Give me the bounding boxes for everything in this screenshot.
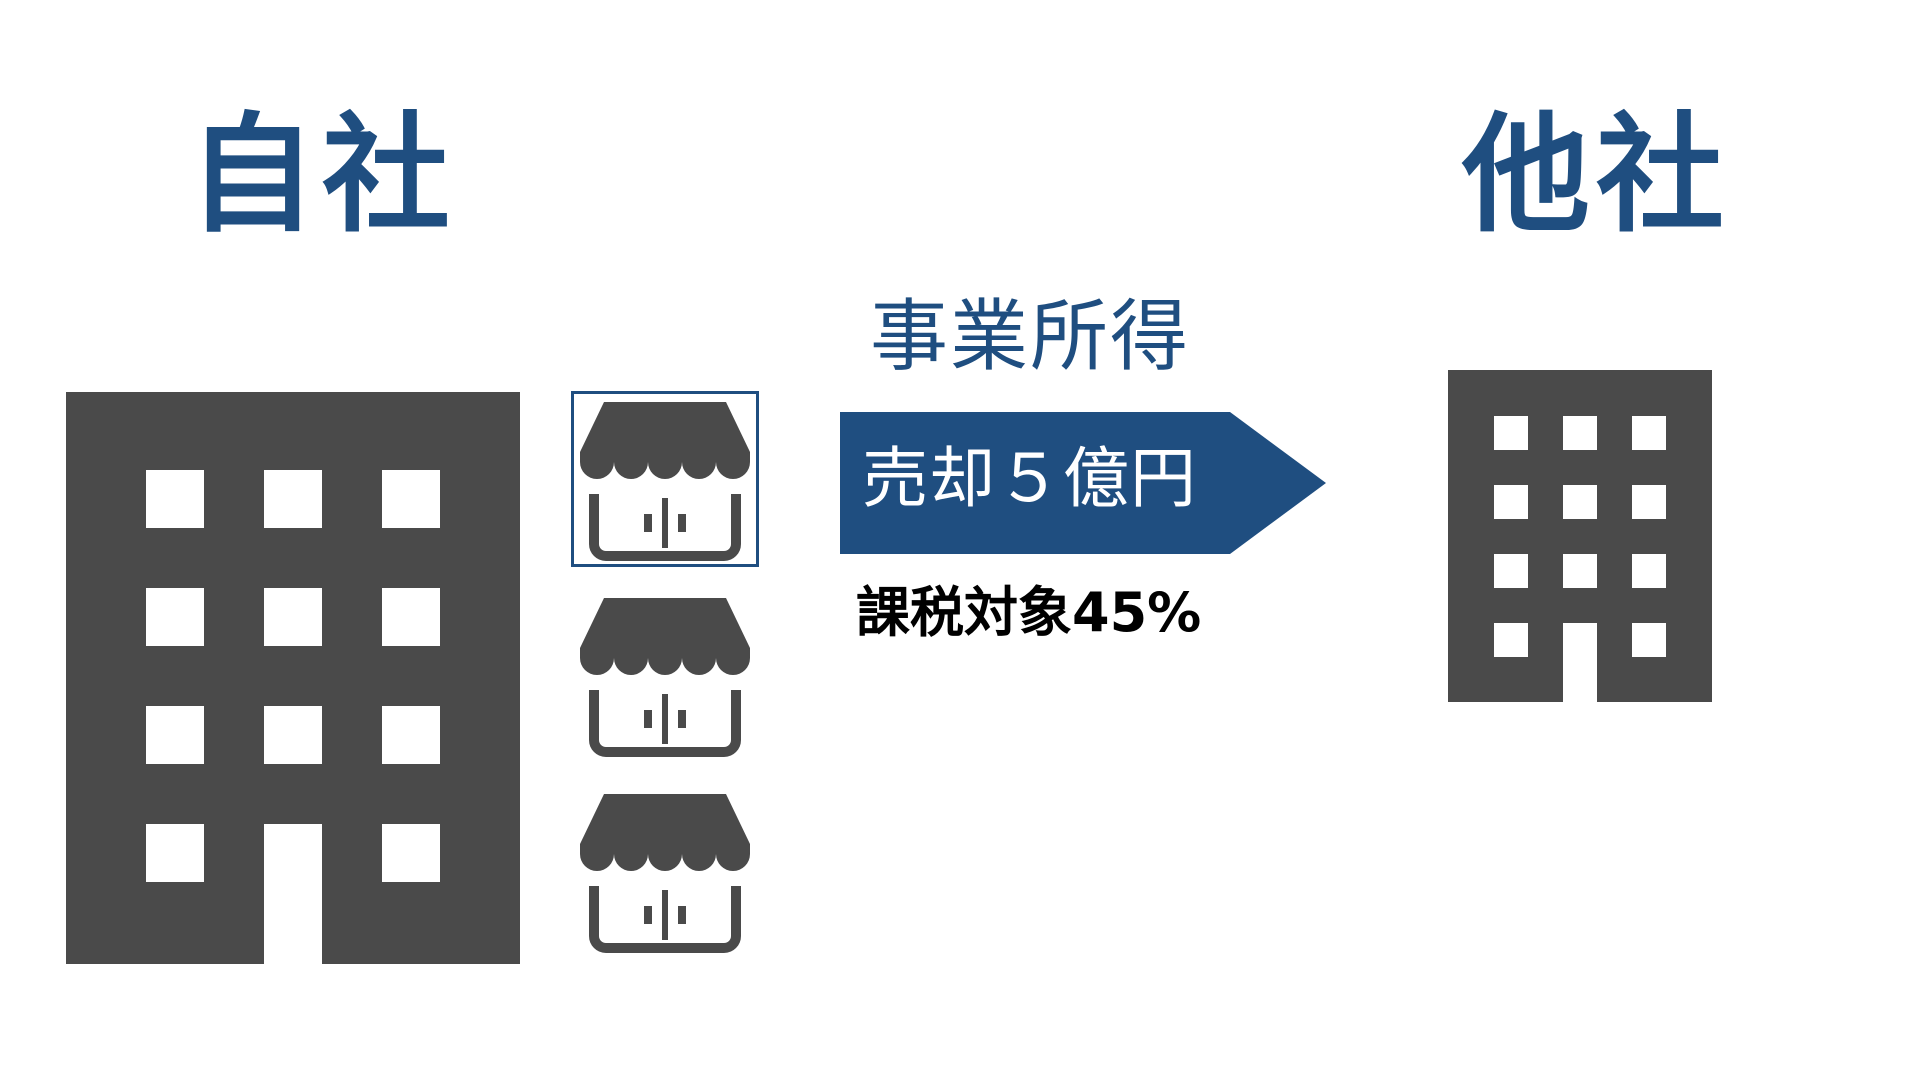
sale-arrow-icon (840, 412, 1326, 554)
other-building-icon (1448, 370, 1712, 702)
shop-item-1[interactable] (571, 391, 759, 567)
income-type-label: 事業所得 (870, 292, 1191, 382)
shop-icon (574, 786, 756, 956)
shop-icon (574, 394, 756, 564)
own-company-title: 自社 (188, 101, 457, 250)
own-building-icon (66, 392, 520, 964)
shop-item-2[interactable] (574, 590, 756, 760)
shop-icon (574, 590, 756, 760)
tax-rate-label: 課税対象45% (856, 581, 1202, 644)
sale-amount-label: 売却５億円 (862, 440, 1197, 517)
shop-item-3[interactable] (574, 786, 756, 956)
other-company-title: 他社 (1462, 101, 1731, 250)
